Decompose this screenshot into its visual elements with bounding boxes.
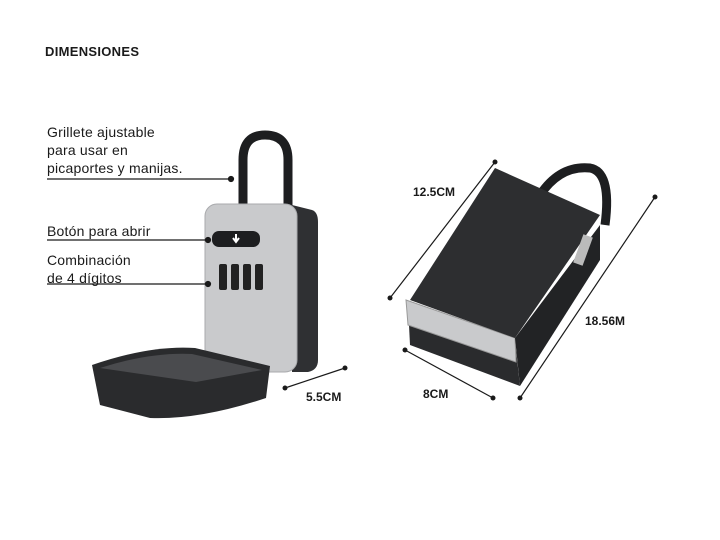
label-line: para usar en (47, 142, 129, 158)
shackle-icon (536, 163, 612, 226)
leader-lines (47, 175, 235, 288)
button-label: Botón para abrir (47, 222, 151, 240)
label-line: Combinación (47, 252, 131, 268)
lid-top (410, 168, 600, 338)
section-title: DIMENSIONES (45, 44, 140, 59)
lockbox-closed-angled-view (405, 163, 612, 386)
label-line: picaportes y manijas. (47, 160, 183, 176)
depth-dimension: 5.5CM (306, 390, 342, 404)
label-line: Grillete ajustable (47, 124, 155, 140)
label-line: Botón para abrir (47, 223, 151, 239)
lockbox-open-front-view (92, 130, 318, 419)
bottom-width-dimension: 8CM (423, 387, 449, 401)
height-dimension: 18.56M (585, 314, 626, 328)
shackle-icon (238, 130, 293, 212)
combination-dials (219, 264, 263, 290)
shackle-label: Grillete ajustable para usar en picaport… (47, 123, 183, 177)
top-width-dimension: 12.5CM (413, 185, 456, 199)
dimension-arrows (284, 161, 656, 399)
combination-label: Combinación de 4 dígitos (47, 251, 131, 287)
label-line: de 4 dígitos (47, 270, 122, 286)
